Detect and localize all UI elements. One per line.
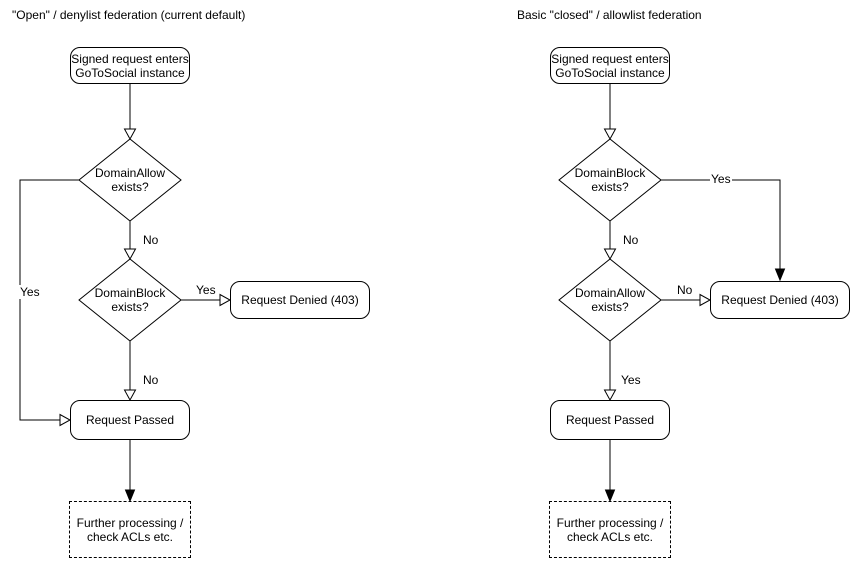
edge-right-domainallow-no-to-denied	[661, 293, 712, 307]
edge-left-domainallow-no-to-domainblock	[123, 221, 137, 261]
node-start-left: Signed request enters GoToSocial instanc…	[70, 47, 190, 84]
node-further-processing-right: Further processing / check ACLs etc.	[549, 501, 671, 558]
node-request-denied-left: Request Denied (403)	[230, 281, 370, 319]
edge-label-left-allow-no: No	[142, 233, 160, 247]
edge-right-passed-to-further	[604, 440, 616, 503]
edge-label-left-allow-yes: Yes	[19, 285, 41, 299]
edge-label-left-block-yes: Yes	[195, 283, 217, 297]
edge-label-right-allow-yes: Yes	[620, 373, 642, 387]
node-request-passed-right: Request Passed	[550, 400, 670, 440]
chart-title-closed-allowlist: Basic "closed" / allowlist federation	[517, 8, 702, 22]
node-start-right: Signed request enters GoToSocial instanc…	[550, 47, 670, 84]
node-request-denied-right: Request Denied (403)	[710, 281, 850, 319]
edge-left-passed-to-further	[124, 440, 136, 503]
edge-label-left-block-no: No	[142, 373, 160, 387]
decision-domainblock-left-label: DomainBlock exists?	[94, 286, 166, 314]
node-request-passed-left: Request Passed	[70, 400, 190, 440]
chart-title-open-denylist: "Open" / denylist federation (current de…	[12, 8, 246, 22]
edge-label-right-block-yes: Yes	[710, 172, 732, 186]
edge-left-domainblock-yes-to-denied	[181, 293, 232, 307]
edge-right-start-to-domainblock	[603, 84, 617, 141]
edge-label-right-block-no: No	[622, 233, 640, 247]
edge-left-start-to-domainallow	[123, 84, 137, 141]
edge-right-domainblock-no-to-domainallow	[603, 221, 617, 261]
edge-left-domainblock-no-to-passed	[123, 341, 137, 402]
edge-label-right-allow-no: No	[676, 283, 694, 297]
edge-right-domainallow-yes-to-passed	[603, 341, 617, 402]
node-further-processing-left: Further processing / check ACLs etc.	[69, 501, 191, 558]
decision-domainblock-right-label: DomainBlock exists?	[574, 166, 646, 194]
decision-domainallow-right-label: DomainAllow exists?	[574, 286, 646, 314]
edge-left-domainallow-yes-to-passed	[19, 179, 79, 427]
decision-domainallow-left-label: DomainAllow exists?	[94, 166, 166, 194]
edge-right-domainblock-yes-to-denied	[661, 179, 786, 282]
